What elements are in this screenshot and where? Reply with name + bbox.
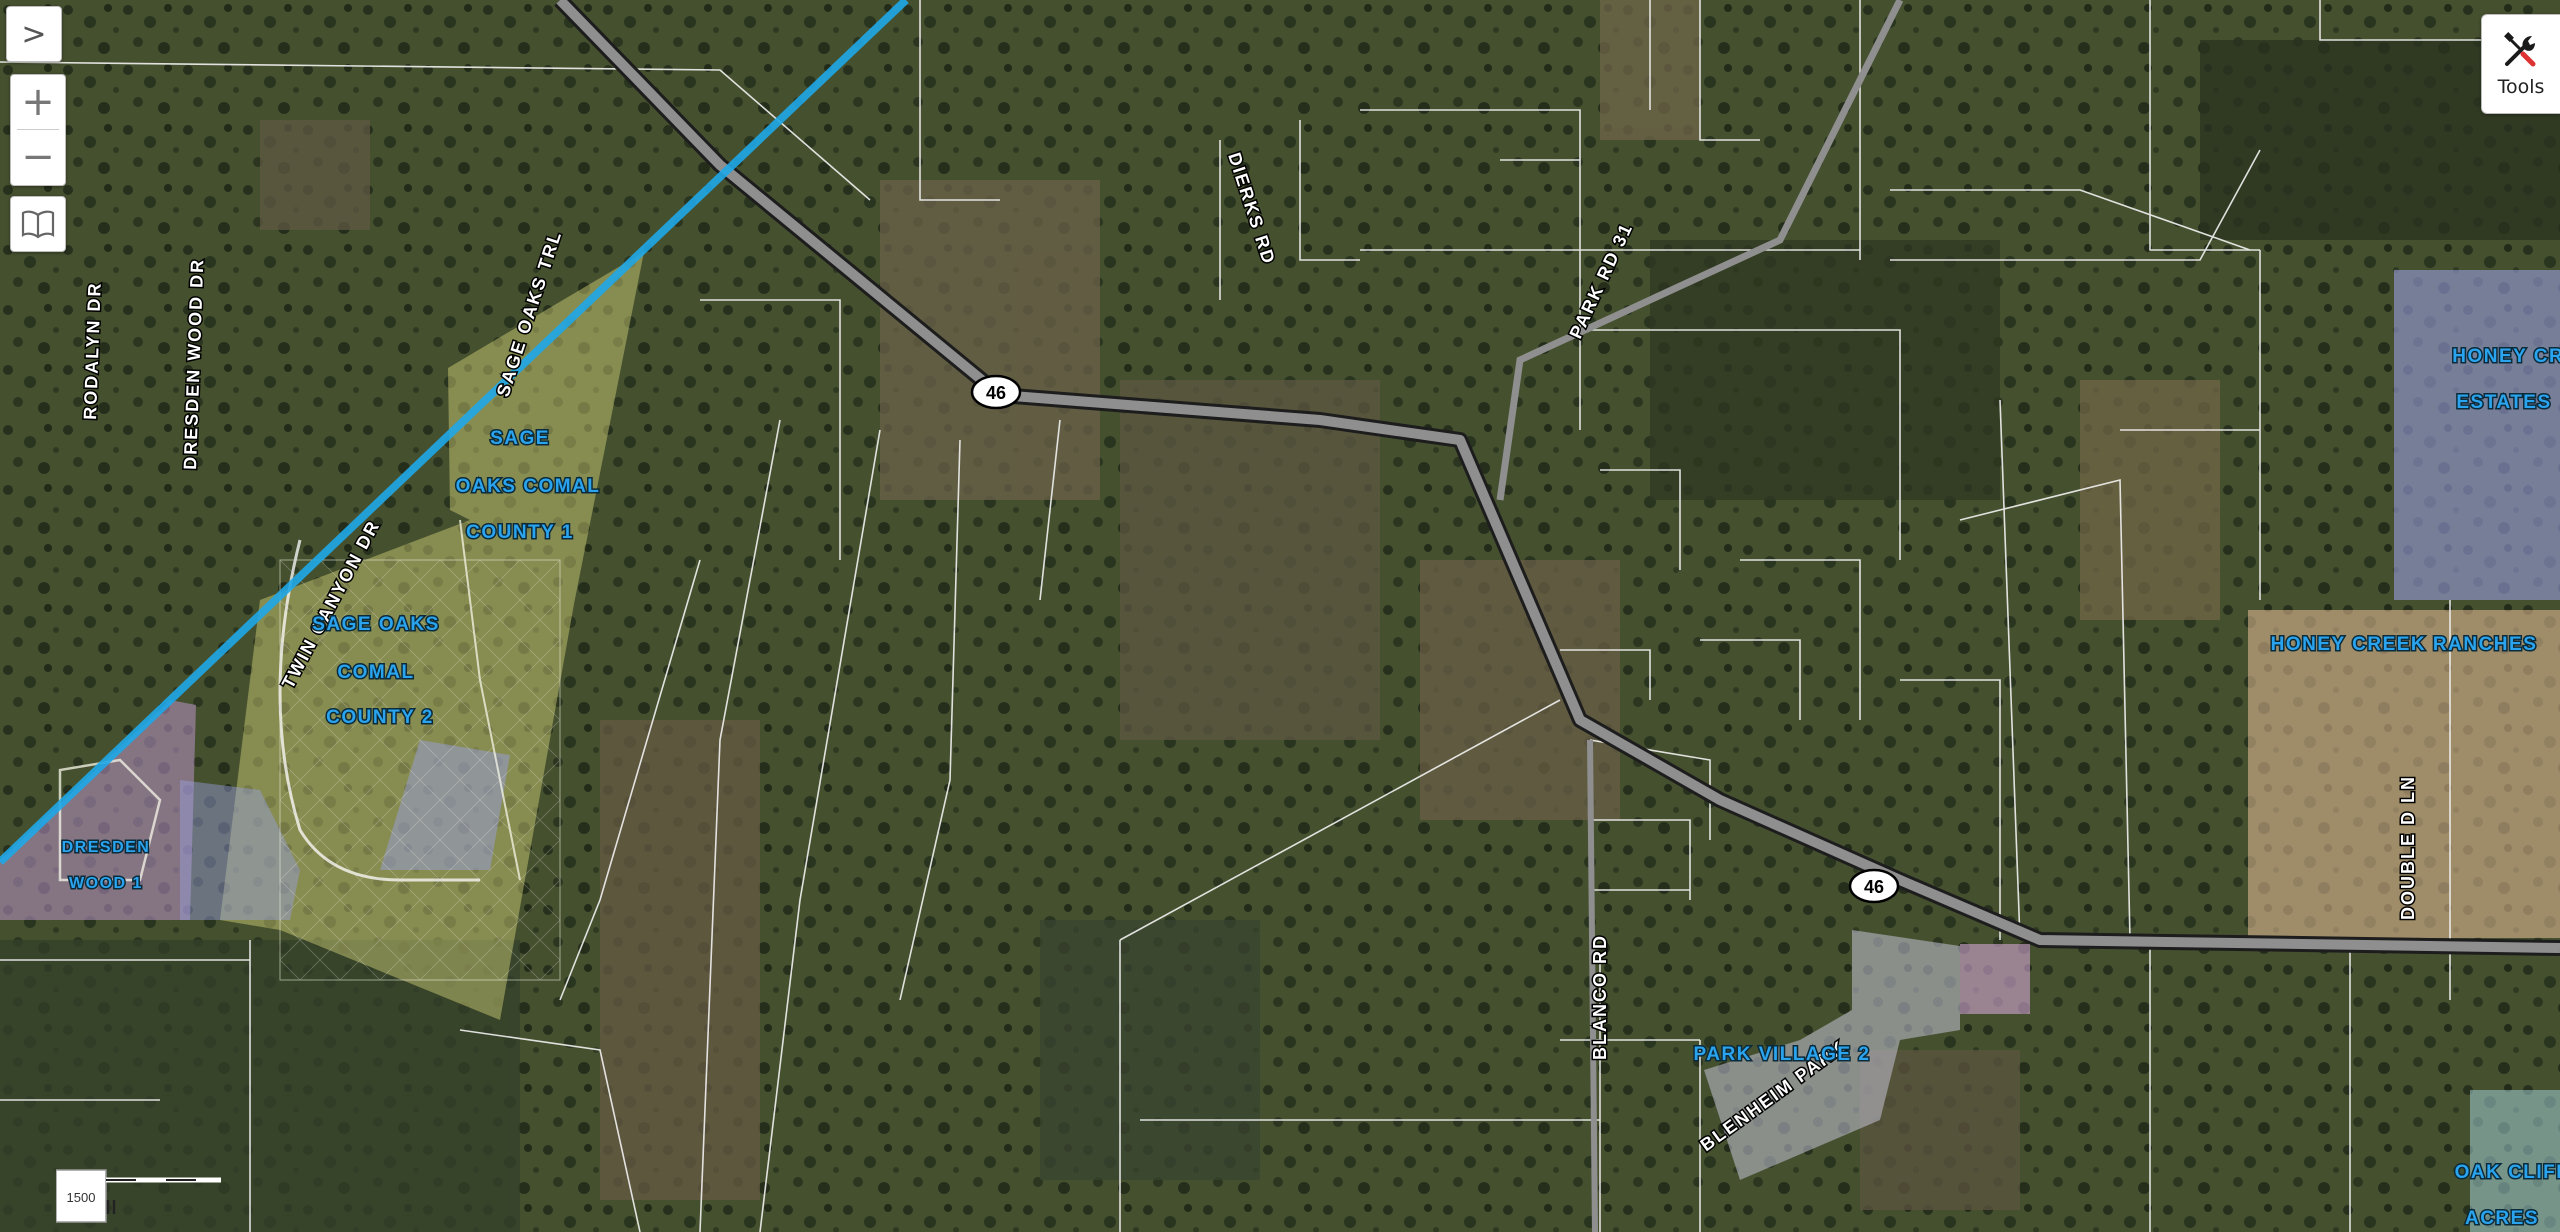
svg-text:46: 46 [1864, 877, 1884, 897]
scale-bar: 1500 [55, 1168, 226, 1224]
tools-label: Tools [2497, 76, 2545, 98]
lot-lines [58, 519, 561, 981]
hwy-46-shield-east: 46 [1848, 868, 1900, 904]
plus-icon: + [21, 79, 55, 125]
honey-creek-estates-area[interactable] [2394, 270, 2560, 600]
honey-creek-ranches-label: HONEY CREEK RANCHES [2271, 634, 2538, 655]
dresden-wood-2-area[interactable] [180, 780, 300, 920]
blenheim-park-area[interactable] [1960, 944, 2030, 1014]
expand-panel-button[interactable]: > [6, 6, 62, 62]
tools-button[interactable]: Tools [2481, 14, 2560, 114]
oak-cliff-acres-area[interactable] [2470, 1090, 2560, 1232]
scale-ratio-label: 1500 [67, 1190, 96, 1205]
sage-oaks-1-label-line2: OAKS COMAL [456, 476, 601, 497]
tools-icon [2504, 32, 2536, 67]
honey-creek-estates-label-line2: ESTATES [2456, 392, 2551, 413]
park-village-2-area[interactable] [1704, 930, 1960, 1180]
dresden-wood-1-label-line1: DRESDEN [62, 839, 151, 856]
zoom-in-button[interactable]: + [11, 75, 65, 129]
dresden-wood-1-label-line2: WOOD 1 [69, 875, 143, 892]
chevron-right-icon: > [21, 16, 47, 52]
svg-text:46: 46 [986, 383, 1006, 403]
zoom-control: + − [10, 74, 66, 186]
dresden-wood-1-area[interactable] [0, 700, 196, 920]
sage-oaks-1-area[interactable] [448, 252, 644, 604]
bookmarks-button[interactable] [10, 196, 66, 252]
minus-icon: − [21, 134, 55, 180]
honey-creek-estates-label-line1: HONEY CREEK [2452, 346, 2560, 367]
zoom-divider [17, 129, 59, 130]
sage-oaks-2-label-line2: COMAL [337, 662, 414, 683]
oak-cliff-acres-label-line2: ACRES [2465, 1208, 2539, 1229]
oak-cliff-acres-label-line1: OAK CLIFF [2455, 1162, 2560, 1183]
blanco-rd-label: BLANCO RD [1590, 934, 1610, 1060]
sage-oaks-2-label-line3: COUNTY 2 [326, 707, 434, 728]
sage-oaks-2-label-line1: SAGE OAKS [312, 614, 440, 635]
sage-oaks-1-label-line3: COUNTY 1 [466, 522, 574, 543]
sage-oaks-1-label-line1: SAGE [490, 428, 550, 449]
park-village-2-label: PARK VILLAGE 2 [1694, 1044, 1871, 1065]
zoom-out-button[interactable]: − [11, 130, 65, 184]
hwy-46-shield-west: 46 [970, 374, 1022, 410]
subdivision-labels: SAGE OAKS COMAL COUNTY 1 SAGE OAKS COMAL… [60, 345, 2560, 1231]
honey-creek-ranches-area[interactable] [2248, 610, 2560, 938]
county-line [0, 0, 909, 865]
book-icon [21, 210, 55, 239]
highway-46 [554, 0, 2560, 1232]
double-d-ln-label: DOUBLE D LN [2398, 775, 2418, 920]
